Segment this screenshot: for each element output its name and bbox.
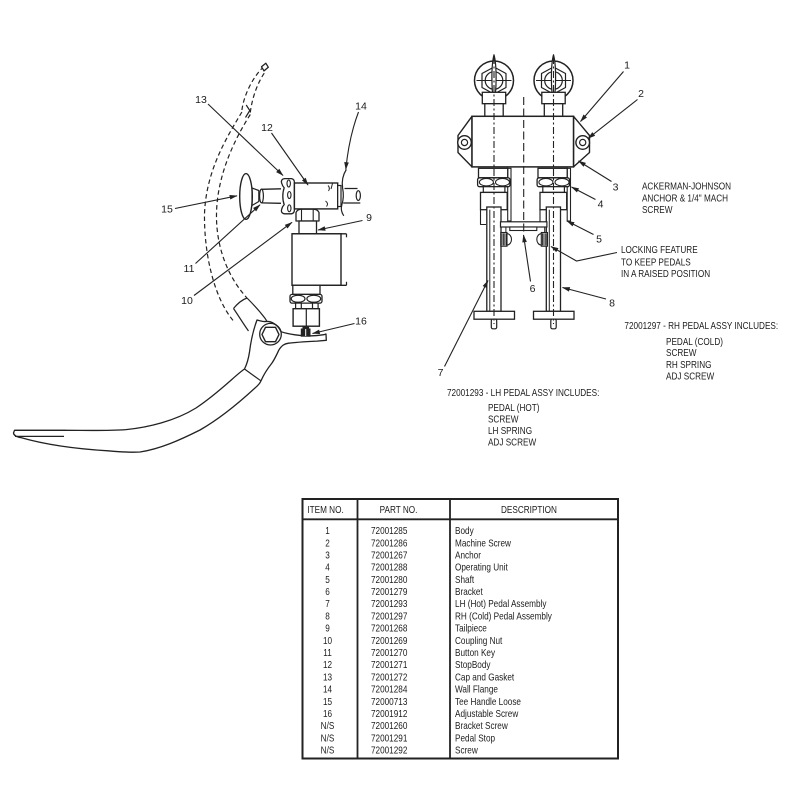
svg-text:ADJ SCREW: ADJ SCREW [666,371,715,382]
svg-text:Anchor: Anchor [455,550,481,561]
svg-text:SCREW: SCREW [642,204,673,215]
svg-text:72001293: 72001293 [371,598,407,609]
svg-text:Body: Body [455,525,474,536]
svg-text:72001912: 72001912 [371,708,407,719]
svg-text:SCREW: SCREW [488,414,519,425]
svg-text:72001284: 72001284 [371,684,407,695]
svg-text:LH (Hot) Pedal Assembly: LH (Hot) Pedal Assembly [455,598,547,609]
svg-text:16: 16 [323,708,332,719]
svg-text:1: 1 [624,60,630,72]
svg-text:ADJ SCREW: ADJ SCREW [488,437,537,448]
svg-text:PART NO.: PART NO. [380,504,418,515]
svg-text:SCREW: SCREW [666,347,697,358]
svg-text:LOCKING FEATURE: LOCKING FEATURE [621,244,698,255]
svg-text:13: 13 [323,672,332,683]
svg-text:72001292: 72001292 [371,745,407,756]
svg-text:72001291: 72001291 [371,733,407,744]
svg-text:72001260: 72001260 [371,720,407,731]
svg-text:4: 4 [325,562,330,573]
svg-text:2: 2 [325,538,330,549]
svg-text:4: 4 [598,199,604,211]
svg-text:Adjustable Screw: Adjustable Screw [455,708,519,719]
svg-text:StopBody: StopBody [455,659,491,670]
svg-text:8: 8 [609,298,615,310]
svg-text:1: 1 [325,525,330,536]
svg-text:72001280: 72001280 [371,574,407,585]
svg-text:6: 6 [530,283,536,295]
svg-text:N/S: N/S [321,733,335,744]
svg-text:Bracket Screw: Bracket Screw [455,720,508,731]
svg-text:RH (Cold) Pedal Assembly: RH (Cold) Pedal Assembly [455,611,552,622]
svg-text:72001270: 72001270 [371,647,407,658]
svg-text:Machine Screw: Machine Screw [455,538,511,549]
svg-text:10: 10 [323,635,332,646]
svg-text:72001272: 72001272 [371,672,407,683]
svg-text:ACKERMAN-JOHNSON: ACKERMAN-JOHNSON [642,181,731,192]
svg-text:Tee Handle Loose: Tee Handle Loose [455,696,521,707]
svg-text:8: 8 [325,611,330,622]
svg-text:Tailpiece: Tailpiece [455,623,487,634]
svg-text:DESCRIPTION: DESCRIPTION [501,504,557,515]
svg-text:LH SPRING: LH SPRING [488,425,532,436]
svg-text:7: 7 [438,367,444,379]
svg-text:Operating Unit: Operating Unit [455,562,508,573]
svg-text:Pedal Stop: Pedal Stop [455,733,495,744]
svg-text:14: 14 [355,101,367,113]
svg-text:2: 2 [638,88,644,100]
svg-text:72001297: 72001297 [371,611,407,622]
svg-text:10: 10 [181,295,193,307]
svg-text:11: 11 [184,263,195,275]
svg-text:3: 3 [613,182,619,194]
svg-text:Shaft: Shaft [455,574,475,585]
svg-text:3: 3 [325,550,330,561]
svg-text:Wall Flange: Wall Flange [455,684,498,695]
svg-text:5: 5 [596,234,602,246]
svg-text:TO KEEP PEDALS: TO KEEP PEDALS [621,257,691,268]
svg-text:6: 6 [325,586,330,597]
svg-text:16: 16 [355,316,367,328]
svg-text:N/S: N/S [321,745,335,756]
svg-text:13: 13 [195,94,207,106]
svg-text:7: 7 [325,598,330,609]
svg-text:12: 12 [261,122,273,134]
svg-text:72001267: 72001267 [371,550,407,561]
svg-text:9: 9 [366,212,372,224]
svg-text:Coupling Nut: Coupling Nut [455,635,503,646]
svg-text:72001285: 72001285 [371,525,407,536]
svg-text:Cap and Gasket: Cap and Gasket [455,672,515,683]
svg-text:72000713: 72000713 [371,696,407,707]
svg-text:Screw: Screw [455,745,478,756]
svg-text:PEDAL (HOT): PEDAL (HOT) [488,402,540,413]
svg-text:IN A RAISED POSITION: IN A RAISED POSITION [621,268,710,279]
svg-text:72001288: 72001288 [371,562,407,573]
svg-text:14: 14 [323,684,332,695]
svg-text:72001297 - RH PEDAL ASSY INCLU: 72001297 - RH PEDAL ASSY INCLUDES: [624,320,778,331]
svg-text:72001286: 72001286 [371,538,407,549]
svg-text:Bracket: Bracket [455,586,483,597]
svg-text:PEDAL (COLD): PEDAL (COLD) [666,336,723,347]
svg-text:9: 9 [325,623,330,634]
svg-text:5: 5 [325,574,330,585]
svg-text:15: 15 [161,204,173,216]
svg-text:72001279: 72001279 [371,586,407,597]
svg-text:72001271: 72001271 [371,659,407,670]
svg-text:N/S: N/S [321,720,335,731]
svg-text:ITEM NO.: ITEM NO. [307,504,343,515]
svg-text:ANCHOR & 1/4" MACH: ANCHOR & 1/4" MACH [642,193,728,204]
svg-text:72001293 - LH PEDAL ASSY INCLU: 72001293 - LH PEDAL ASSY INCLUDES: [447,387,599,398]
svg-text:15: 15 [323,696,332,707]
svg-text:RH SPRING: RH SPRING [666,359,711,370]
svg-text:72001268: 72001268 [371,623,407,634]
svg-text:12: 12 [323,659,332,670]
svg-text:72001269: 72001269 [371,635,407,646]
svg-text:11: 11 [323,647,332,658]
svg-text:Button Key: Button Key [455,647,495,658]
